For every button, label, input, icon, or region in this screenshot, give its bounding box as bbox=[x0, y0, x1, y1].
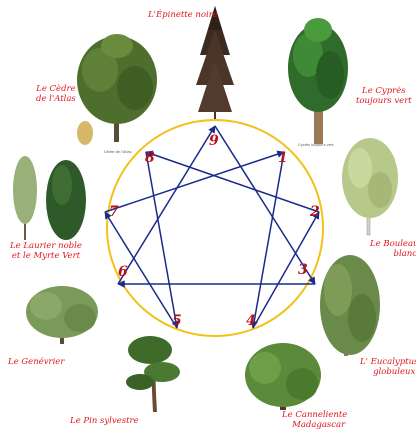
caption-black-spruce: L'Épinette noire bbox=[148, 10, 218, 20]
juniper-tree bbox=[26, 286, 98, 344]
caption-cinnamon: Le Canneliente Madagascar bbox=[282, 410, 347, 430]
caption-atlas-cedar: Le Cèdre de l'Atlas bbox=[36, 84, 76, 104]
caption-cypress: Le Cyprès toujours vert bbox=[356, 86, 412, 106]
point-6: 6 bbox=[118, 264, 128, 280]
point-1: 1 bbox=[278, 150, 288, 166]
point-9: 9 bbox=[209, 133, 219, 149]
caption-juniper: Le Genévrier bbox=[8, 357, 64, 367]
caption-eucalyptus: L' Eucalyptus globuleux bbox=[360, 357, 416, 377]
cypress-photo-label: Cyprès toujours vert bbox=[298, 143, 334, 147]
point-7: 7 bbox=[109, 204, 119, 220]
caption-laurel-myrtle: Le Laurier noble et le Myrte Vert bbox=[10, 241, 82, 261]
atlas-cedar-tree bbox=[77, 34, 157, 145]
caption-white-birch: Le Bouleau blanc bbox=[370, 239, 416, 259]
enneagram-circle bbox=[107, 120, 323, 336]
caption-scots-pine: Le Pin sylvestre bbox=[70, 416, 139, 426]
point-3: 3 bbox=[298, 262, 308, 278]
eucalyptus-tree bbox=[320, 255, 380, 356]
cedar-cone bbox=[77, 121, 93, 145]
scots-pine-tree bbox=[126, 336, 180, 412]
cedar-photo-label: Cèdre de l'Atlas bbox=[104, 150, 132, 154]
point-8: 8 bbox=[145, 150, 155, 166]
cinnamon-tree bbox=[245, 343, 321, 410]
point-4: 4 bbox=[246, 313, 256, 329]
black-spruce-tree bbox=[196, 6, 234, 120]
laurel-myrtle-trees bbox=[13, 156, 86, 240]
point-5: 5 bbox=[172, 313, 182, 329]
cypress-tree bbox=[288, 18, 348, 144]
point-2: 2 bbox=[310, 204, 320, 220]
white-birch-tree bbox=[342, 138, 398, 235]
